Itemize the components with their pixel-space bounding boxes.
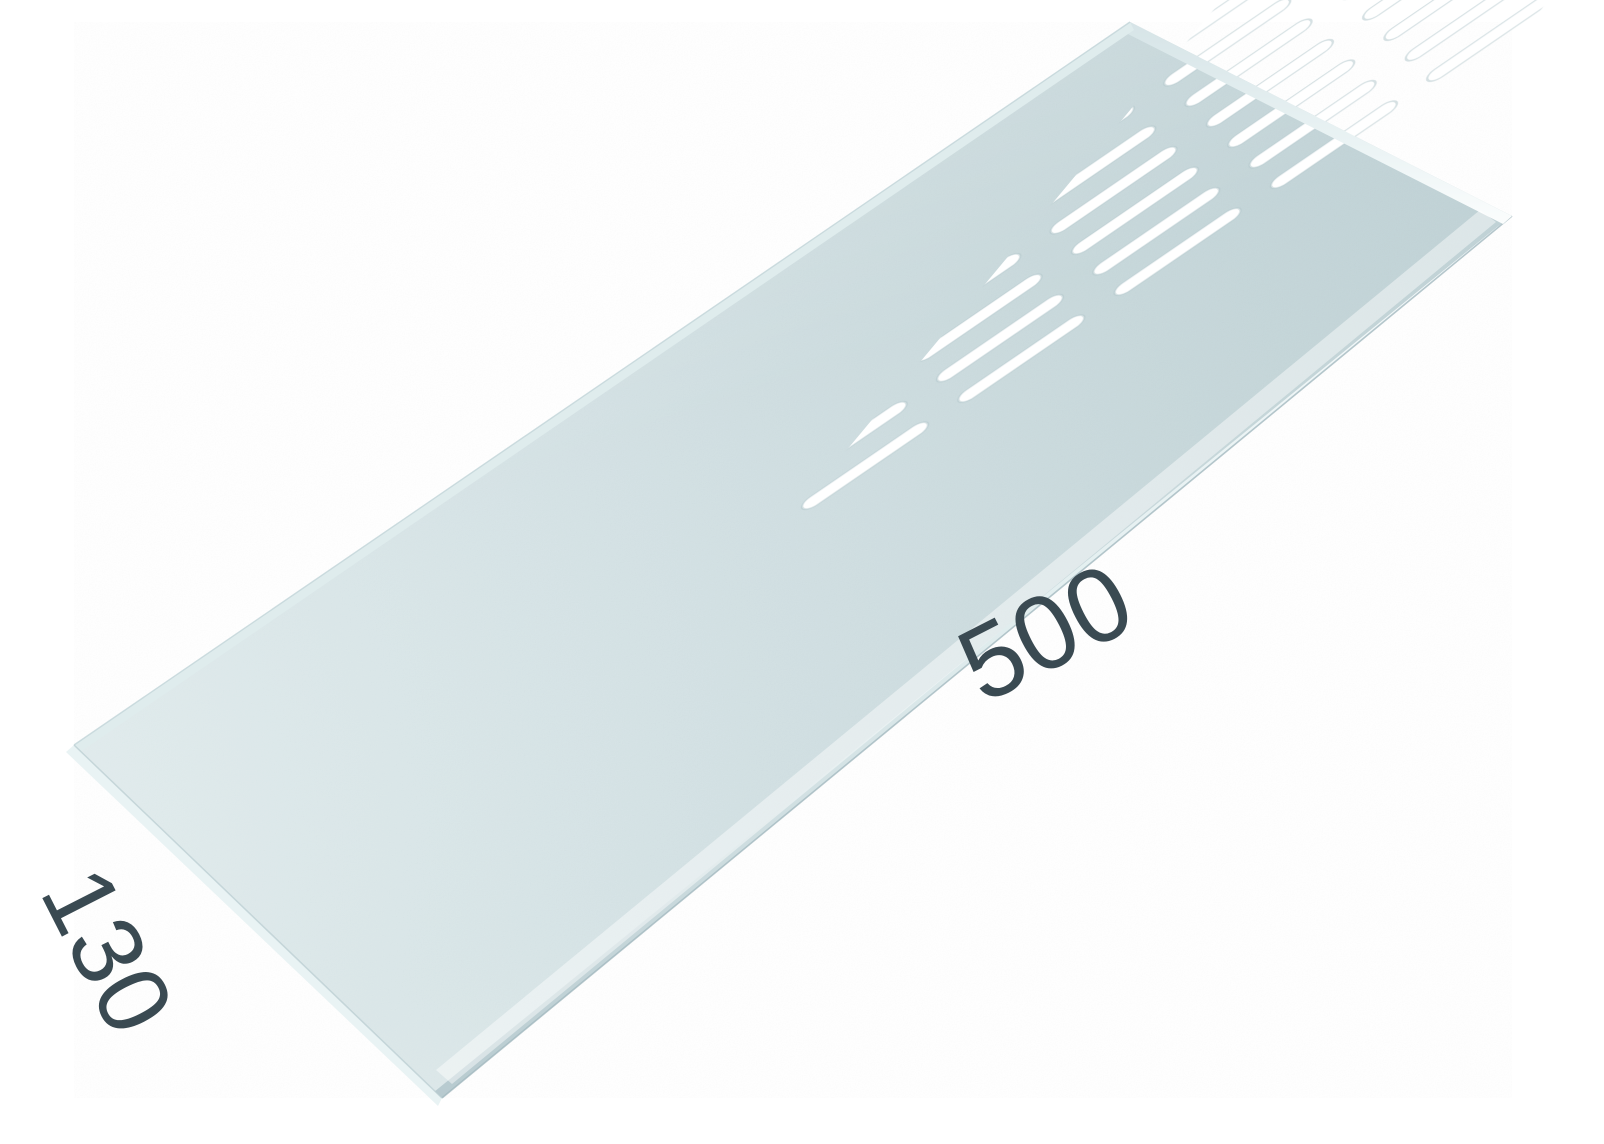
grille-plate-body xyxy=(66,0,1558,1106)
plate-edge-lower-left xyxy=(66,745,442,1106)
plate-specular-streak xyxy=(436,210,1496,1084)
plate-edge-highlight-lower-right xyxy=(434,216,1512,1098)
plate-surface-grain xyxy=(74,22,1512,1098)
plate-edge-line-lower-right xyxy=(441,215,1513,1099)
plate-edge-upper-left xyxy=(74,22,1134,752)
plate-edge-upper-right xyxy=(1124,22,1512,224)
plate-edge-line-lower-left xyxy=(73,744,443,1099)
plate-edge-line-upper-left xyxy=(73,21,1131,746)
